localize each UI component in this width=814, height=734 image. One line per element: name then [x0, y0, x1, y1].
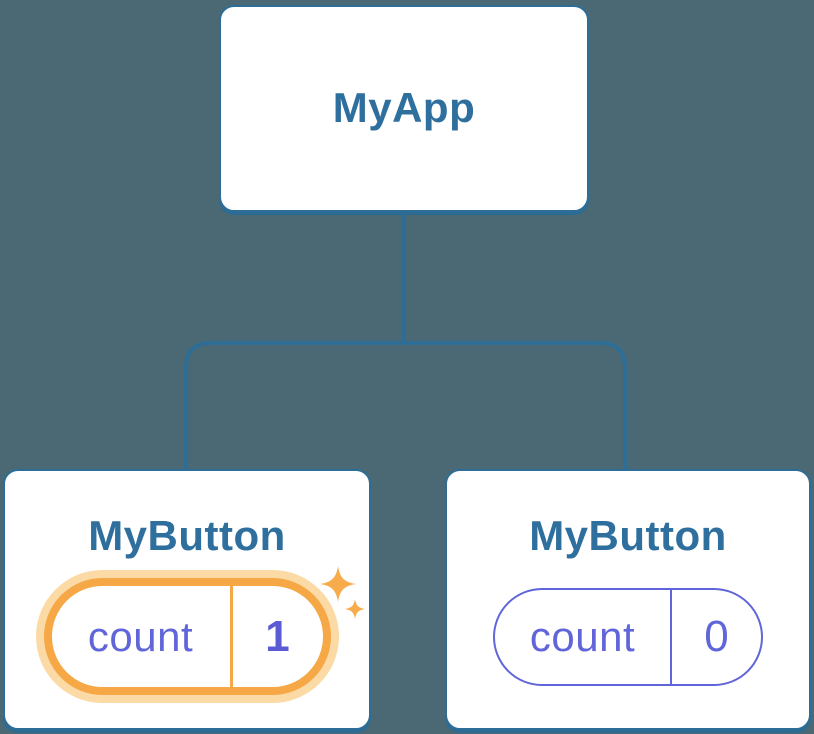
state-label: count — [87, 612, 194, 660]
sparkle-large-icon — [320, 566, 356, 602]
node-title: MyButton — [88, 511, 286, 559]
node-title: MyButton — [529, 511, 727, 559]
pill-divider — [229, 586, 233, 687]
node-mybutton-left: MyButton count 1 — [3, 469, 371, 730]
state-value-cell: 0 — [672, 590, 761, 684]
node-title: MyApp — [332, 84, 476, 132]
node-myapp: MyApp — [219, 5, 589, 212]
state-label-cell: count — [495, 590, 670, 684]
state-value-cell: 1 — [233, 586, 323, 687]
state-value: 0 — [704, 612, 729, 661]
state-label-cell: count — [52, 586, 230, 687]
node-mybutton-right: MyButton count 0 — [445, 469, 811, 730]
connector-branch — [184, 341, 627, 475]
sparkle-small-icon — [345, 599, 365, 619]
state-pill: count 0 — [493, 588, 763, 686]
state-label: count — [529, 613, 636, 660]
state-value: 1 — [265, 611, 290, 661]
state-pill-highlighted: count 1 — [43, 578, 331, 695]
pill-divider — [670, 590, 672, 684]
